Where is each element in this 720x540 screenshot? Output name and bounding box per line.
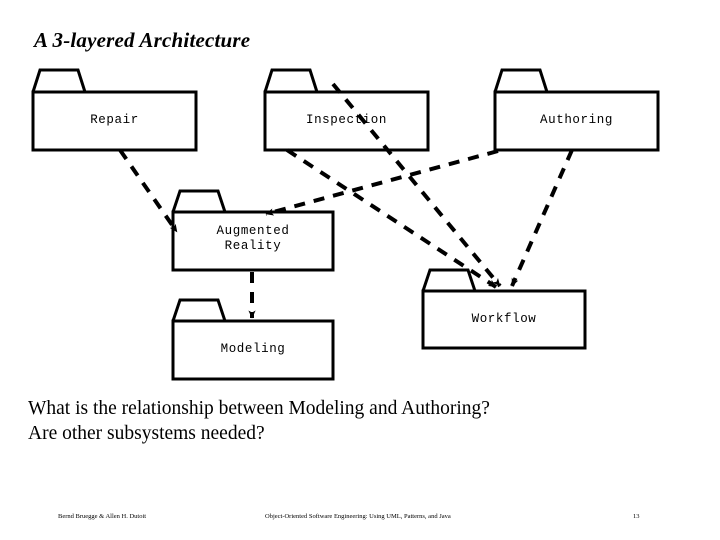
package-authoring[interactable] xyxy=(493,68,660,152)
package-label-inspection: Inspection xyxy=(305,113,387,127)
package-label-modeling: Modeling xyxy=(220,342,286,356)
package-label-authoring: Authoring xyxy=(540,113,613,127)
package-inspection[interactable] xyxy=(263,68,430,152)
footer-authors: Bernd Bruegge & Allen H. Dutoit xyxy=(58,513,147,520)
dependency-authoring-to-workflow xyxy=(510,149,574,287)
page-title: A 3-layered Architecture xyxy=(34,28,251,52)
package-workflow[interactable] xyxy=(421,268,587,350)
package-modeling[interactable] xyxy=(171,298,335,381)
package-label-workflow: Workflow xyxy=(471,312,537,326)
package-label-repair: Repair xyxy=(90,113,139,127)
dependency-inspection-to-workflow xyxy=(331,82,502,288)
package-repair[interactable] xyxy=(31,68,198,152)
dependency-repair-to-augmented xyxy=(118,148,179,234)
package-label-augmented-reality: Augmented Reality xyxy=(216,224,290,253)
dependency-inspection2-to-workflow xyxy=(285,148,498,289)
footer-page-number: 13 xyxy=(633,513,640,520)
dependency-authoring-to-augmented xyxy=(265,149,499,216)
question-text: What is the relationship between Modelin… xyxy=(28,398,490,444)
package-augmented-reality[interactable] xyxy=(171,189,335,272)
footer-book-title: Object-Oriented Software Engineering: Us… xyxy=(265,513,451,520)
